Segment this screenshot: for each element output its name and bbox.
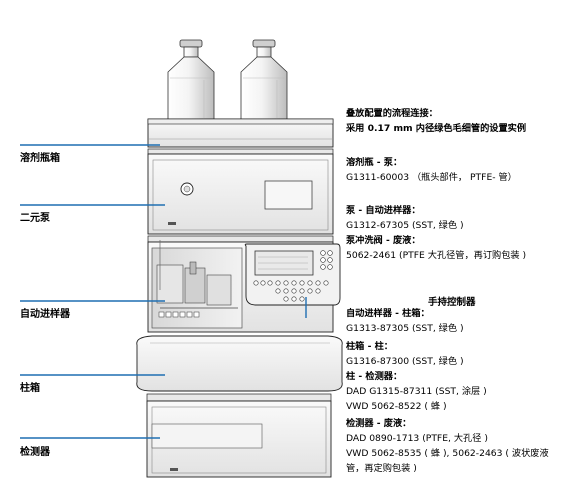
intro-subtitle: 采用 0.17 mm 内径绿色毛细管的设置实例 (346, 123, 527, 134)
handheld-controller (244, 243, 341, 318)
connection-line: VWD 5062-8522 ( 蜂 ) (346, 401, 447, 412)
solvent-bottle-left (167, 39, 215, 121)
connection-heading: 柱箱 - 柱： (346, 341, 393, 352)
intro-block: 叠放配置的流程连接： 采用 0.17 mm 内径绿色毛细管的设置实例 (346, 106, 576, 136)
label-autosampler: 自动进样器 (20, 309, 70, 320)
detector-module (146, 393, 332, 478)
intro-title: 叠放配置的流程连接： (346, 108, 438, 119)
connection-block-solvent-pump: 溶剂瓶 - 泵： G1311-60003 （瓶头部件， PTFE- 管） (346, 155, 576, 185)
label-solvent-cabinet: 溶剂瓶箱 (20, 153, 60, 164)
connection-heading: 柱 - 检测器： (346, 371, 403, 382)
connection-line: G1311-60003 （瓶头部件， PTFE- 管） (346, 172, 517, 183)
connection-heading: 检测器 - 废液： (346, 418, 412, 429)
connection-block-pump-sampler: 泵 - 自动进样器： G1312-67305 (SST, 绿色 ) 泵冲洗阀 -… (346, 203, 576, 263)
connection-line: G1312-67305 (SST, 绿色 ) (346, 220, 464, 231)
connection-line: VWD 5062-8535 ( 蜂 ), 5062-2463 ( 波状废液 (346, 448, 549, 459)
connection-heading: 泵 - 自动进样器： (346, 205, 421, 216)
solvent-bottle-right (240, 39, 288, 121)
column-compartment-module (136, 335, 343, 392)
connection-line: 管，再定购包装 ) (346, 463, 417, 474)
label-binary-pump: 二元泵 (20, 213, 50, 224)
connection-heading: 溶剂瓶 - 泵： (346, 157, 403, 168)
connection-line: G1313-87305 (SST, 绿色 ) (346, 323, 464, 334)
label-column-compartment: 柱箱 (20, 383, 40, 394)
connection-block-sampler-column: 自动进样器 - 柱箱： G1313-87305 (SST, 绿色 ) 柱箱 - … (346, 306, 576, 476)
connection-line: G1316-87300 (SST, 绿色 ) (346, 356, 464, 367)
connection-line: 5062-2461 (PTFE 大孔径管，再订购包装 ) (346, 250, 527, 261)
label-handheld-controller: 手持控制器 (428, 297, 476, 308)
binary-pump-module (147, 148, 334, 235)
label-detector: 检测器 (20, 447, 50, 458)
connection-heading: 自动进样器 - 柱箱： (346, 308, 430, 319)
connection-line: DAD G1315-87311 (SST, 涂层 ) (346, 386, 487, 397)
solvent-cabinet-module (147, 118, 334, 148)
connection-line: DAD 0890-1713 (PTFE, 大孔径 ) (346, 433, 488, 444)
connection-heading: 泵冲洗阀 - 废液： (346, 235, 421, 246)
